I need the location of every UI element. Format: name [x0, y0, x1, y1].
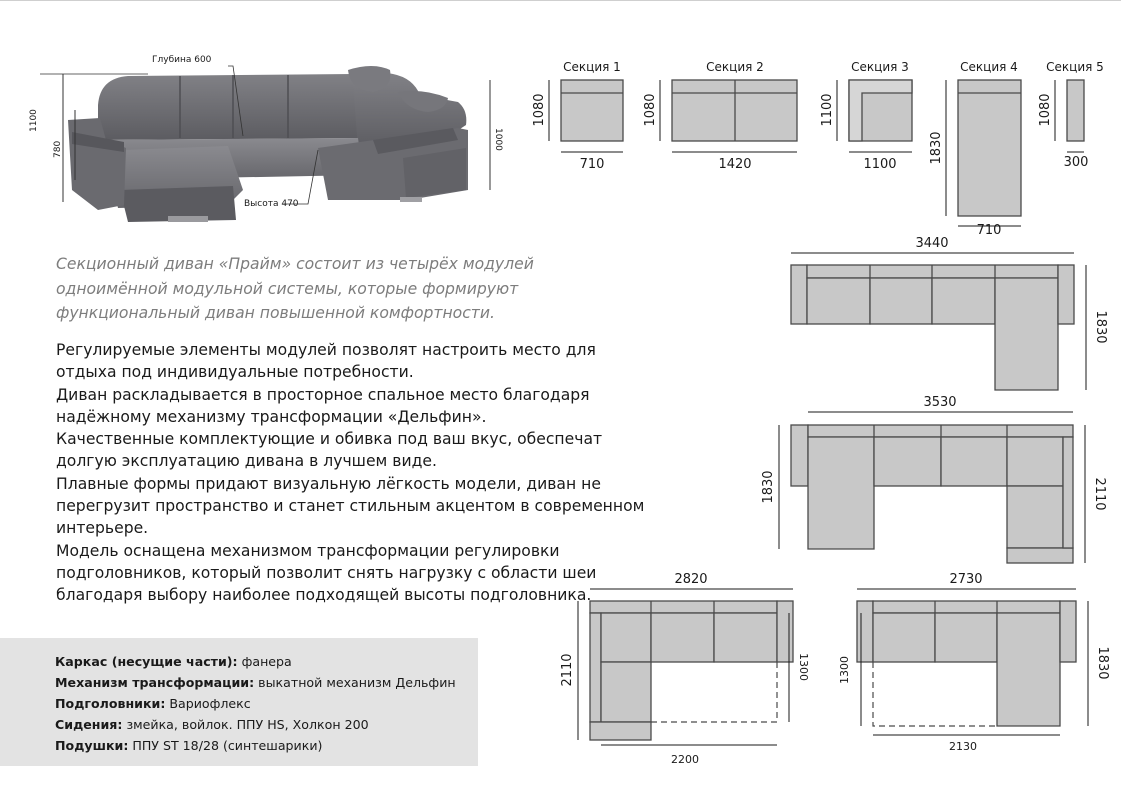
spec-value: фанера [237, 654, 292, 669]
section-5-module [1066, 79, 1085, 142]
section-4-width: 710 [977, 223, 1002, 238]
section-1-module [560, 79, 624, 142]
layout-3 [589, 600, 794, 741]
section-4-title: Секция 4 [960, 60, 1018, 74]
layout-4-bottom: 2130 [949, 740, 977, 753]
sofa-photo: Глубина 600 Высота 470 1100 780 1000 [29, 55, 503, 222]
spec-row: Каркас (несущие части): фанера [55, 654, 292, 669]
layout-4-width: 2730 [949, 572, 982, 587]
section-2-width: 1420 [718, 157, 751, 172]
section-1-width: 710 [580, 157, 605, 172]
dim-780: 780 [53, 141, 63, 158]
layout-2-right-depth: 2110 [1092, 477, 1107, 510]
specs-panel: Каркас (несущие части): фанера Механизм … [0, 638, 478, 766]
layout-3-left-depth: 2110 [560, 653, 575, 686]
spec-row: Сидения: змейка, войлок. ППУ HS, Холкон … [55, 717, 369, 732]
depth-label: Глубина 600 [152, 55, 212, 65]
section-5-width: 300 [1064, 155, 1089, 170]
section-4-height: 1830 [929, 131, 944, 164]
spec-label: Подголовники: [55, 696, 166, 711]
spec-row: Механизм трансформации: выкатной механиз… [55, 675, 456, 690]
spec-row: Подушки: ППУ ST 18/28 (синтешарики) [55, 738, 322, 753]
section-3-title: Секция 3 [851, 60, 909, 74]
paragraph: Регулируемые элементы модулей позволят н… [56, 341, 596, 382]
section-2-height: 1080 [643, 93, 658, 126]
spec-row: Подголовники: Вариофлекс [55, 696, 251, 711]
spec-label: Каркас (несущие части): [55, 654, 238, 669]
layout-1-width: 3440 [915, 236, 948, 251]
section-5-title: Секция 5 [1046, 60, 1104, 74]
spec-value: ППУ ST 18/28 (синтешарики) [128, 738, 323, 753]
description: Регулируемые элементы модулей позволят н… [56, 339, 646, 607]
layout-1-depth: 1830 [1093, 310, 1108, 343]
section-5-height: 1080 [1038, 93, 1053, 126]
spec-value: змейка, войлок. ППУ HS, Холкон 200 [122, 717, 369, 732]
intro-text: Секционный диван «Прайм» состоит из четы… [56, 255, 534, 322]
paragraph: Диван раскладывается в просторное спальн… [56, 385, 590, 426]
layout-3-bottom: 2200 [671, 753, 699, 766]
layout-2-left-depth: 1830 [761, 470, 776, 503]
layout-3-right-depth: 1300 [797, 653, 810, 681]
layout-4 [856, 600, 1077, 727]
dim-1000: 1000 [493, 128, 503, 151]
paragraph: Плавные формы придают визуальную лёгкост… [56, 474, 645, 538]
section-2-title: Секция 2 [706, 60, 764, 74]
layout-2-width: 3530 [923, 395, 956, 410]
section-4-module [957, 79, 1022, 217]
layout-4-left-depth: 1300 [838, 656, 851, 684]
spec-label: Механизм трансформации: [55, 675, 255, 690]
dim-1100: 1100 [29, 109, 39, 132]
spec-value: выкатной механизм Дельфин [254, 675, 456, 690]
spec-value: Вариофлекс [165, 696, 251, 711]
height-label: Высота 470 [244, 199, 299, 209]
top-divider [0, 0, 1121, 1]
layout-2 [790, 424, 1074, 564]
paragraph: Качественные комплектующие и обивка под … [56, 430, 603, 471]
section-3-width: 1100 [863, 157, 896, 172]
spec-label: Подушки: [55, 738, 129, 753]
spec-label: Сидения: [55, 717, 123, 732]
layout-1 [790, 264, 1075, 391]
section-3-height: 1100 [820, 93, 835, 126]
layout-4-right-depth: 1830 [1095, 646, 1110, 679]
layout-3-width: 2820 [674, 572, 707, 587]
section-1-title: Секция 1 [563, 60, 621, 74]
paragraph: Модель оснащена механизмом трансформации… [56, 541, 597, 605]
section-1-height: 1080 [532, 93, 547, 126]
